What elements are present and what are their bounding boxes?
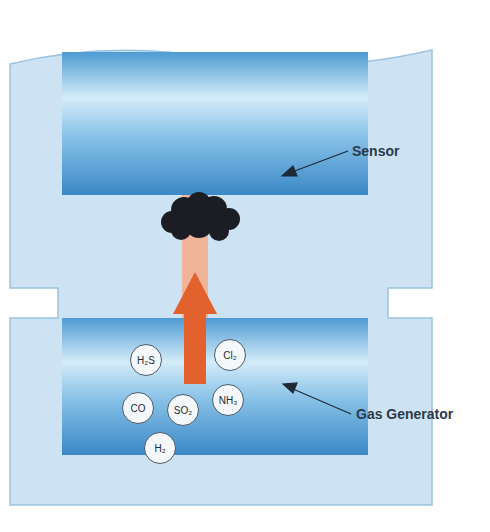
gas-circle: SO₂ bbox=[167, 394, 199, 426]
sensor-block bbox=[62, 52, 368, 195]
leader-line bbox=[282, 151, 351, 414]
gas-circle: Cl₂ bbox=[214, 339, 246, 371]
gas-circle: H₂S bbox=[130, 344, 162, 376]
generator-block bbox=[62, 318, 368, 455]
smoke-puff bbox=[200, 208, 220, 228]
arrow-head bbox=[173, 272, 217, 314]
gas-generator-box: Gas GeneratorH₂SCl₂COSO₂NH₃H₂ bbox=[62, 318, 368, 455]
gas-formula: CO bbox=[131, 403, 146, 414]
gas-circle: NH₃ bbox=[212, 384, 244, 416]
smoke-puff bbox=[180, 208, 200, 228]
housing bbox=[10, 50, 432, 505]
smoke-cloud bbox=[161, 192, 240, 241]
gas-circle: H₂ bbox=[144, 432, 176, 464]
gas-formula: NH₃ bbox=[219, 395, 238, 406]
gas-formula: SO₂ bbox=[174, 405, 192, 416]
gas-formula: H₂S bbox=[137, 355, 155, 366]
gas-formula: Cl₂ bbox=[223, 350, 236, 361]
sensor-box: Sensor bbox=[62, 52, 368, 195]
gas-formula: H₂ bbox=[154, 443, 165, 454]
callout-label: Sensor bbox=[352, 143, 399, 159]
arrow-shaft bbox=[184, 318, 206, 384]
callout-label: Gas Generator bbox=[356, 406, 453, 422]
gas-circle: CO bbox=[122, 392, 154, 424]
